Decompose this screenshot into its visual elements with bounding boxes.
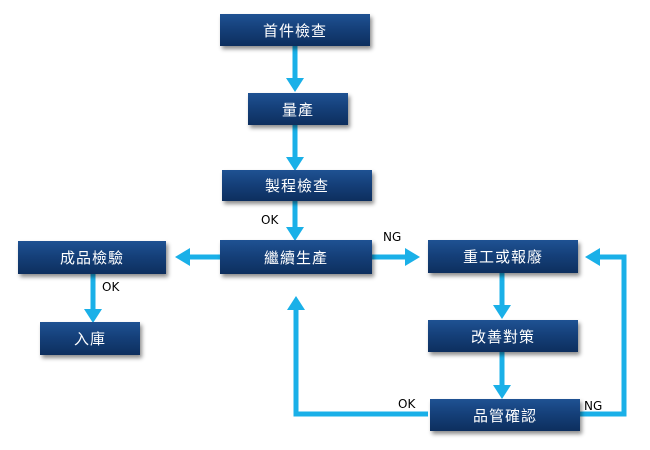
- arrow-qc-to-continue-head: [287, 296, 305, 310]
- label-ng-qc: NG: [584, 399, 603, 413]
- node-mass-production: 量產: [248, 93, 348, 125]
- arrow-rework-to-improve-head: [493, 305, 511, 319]
- arrow-qc-to-continue-shaft: [293, 310, 428, 417]
- arrow-continue-to-final-head: [175, 248, 190, 266]
- arrow-final-to-warehouse-head: [84, 309, 102, 323]
- arrow-qc-to-rework-shaft: [580, 254, 627, 417]
- arrow-mass-to-process-head: [286, 157, 304, 171]
- node-rework-or-scrap: 重工或報廢: [428, 240, 578, 273]
- node-in-process-inspection: 製程檢查: [222, 170, 372, 201]
- arrow-process-to-continue-head: [286, 227, 304, 241]
- node-warehousing: 入庫: [40, 322, 140, 355]
- node-improvement-countermeasure: 改善對策: [428, 320, 578, 352]
- node-final-product-inspection: 成品檢驗: [18, 241, 166, 274]
- node-first-article-inspection: 首件檢查: [220, 14, 370, 46]
- label-ng-production: NG: [383, 230, 402, 244]
- node-continue-production: 繼續生產: [220, 240, 372, 274]
- label-ok-final: OK: [102, 280, 120, 294]
- label-ok-inspection: OK: [261, 213, 279, 227]
- arrow-qc-to-rework-head: [585, 248, 600, 266]
- node-qc-confirmation: 品管確認: [430, 399, 580, 431]
- arrow-improve-to-qc-head: [493, 385, 511, 399]
- arrow-first-to-mass-head: [286, 78, 304, 92]
- label-ok-qc: OK: [398, 397, 416, 411]
- arrow-continue-to-rework-head: [405, 248, 420, 266]
